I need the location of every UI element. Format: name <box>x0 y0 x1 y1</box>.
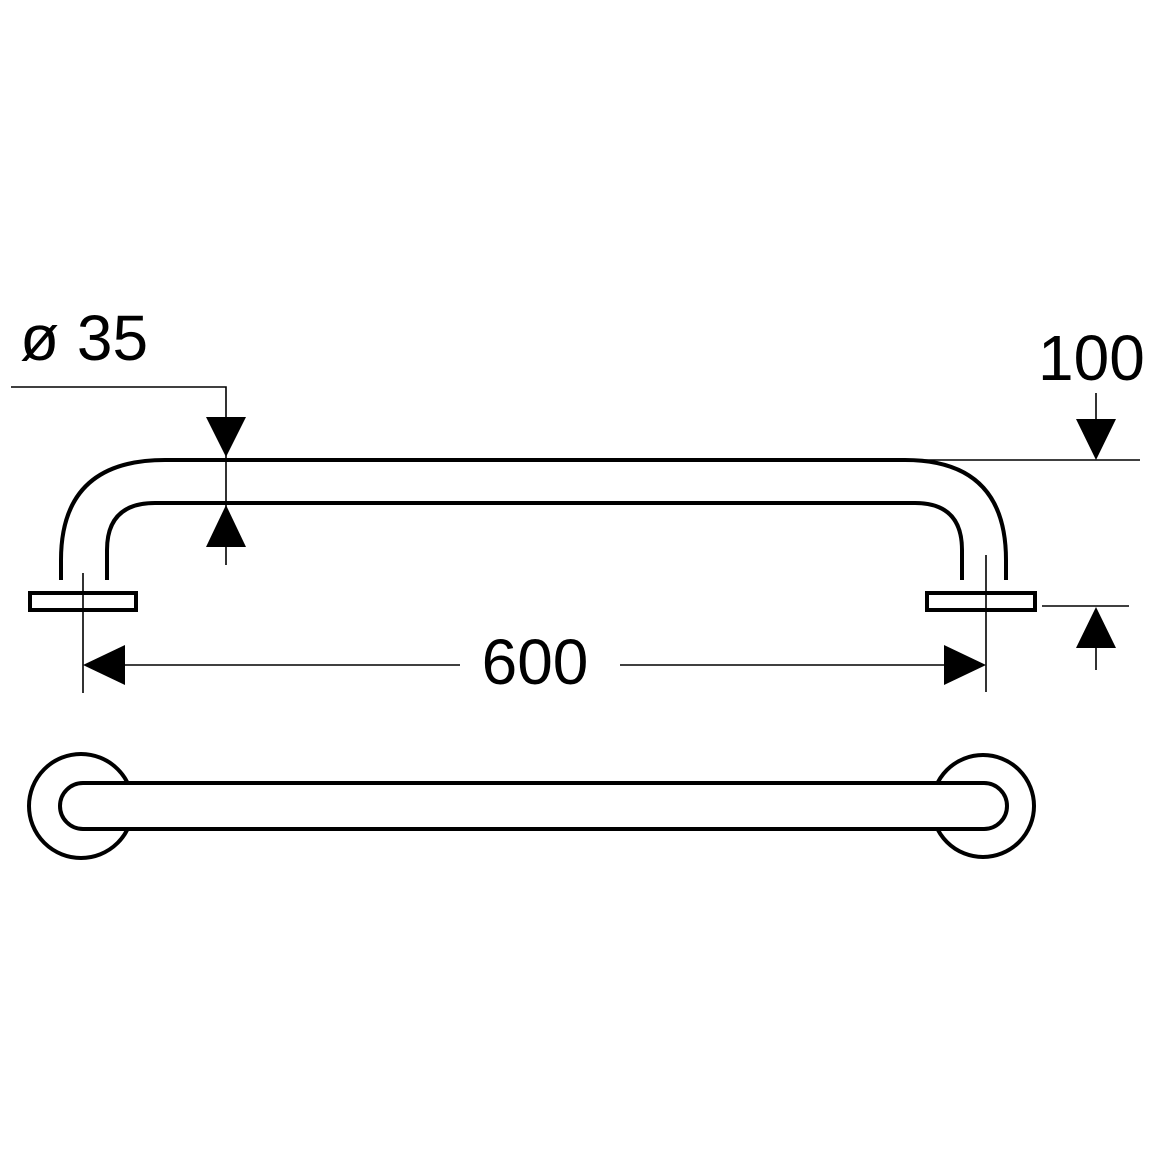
side-view <box>28 458 1037 612</box>
right-flange <box>925 591 1037 612</box>
arrow-down-icon <box>206 417 246 457</box>
bar-top-outline <box>58 781 1009 831</box>
arrow-up-icon <box>206 505 246 547</box>
top-view <box>27 752 1036 860</box>
arrow-up-icon <box>1076 607 1116 648</box>
diameter-label: ø 35 <box>20 302 148 374</box>
arrow-left-icon <box>83 645 125 685</box>
arrow-right-icon <box>944 645 986 685</box>
length-label: 600 <box>482 626 589 698</box>
dimensions <box>11 386 1140 693</box>
bar-outer-outline <box>59 458 1008 580</box>
projection-label: 100 <box>1038 322 1145 394</box>
arrowheads <box>83 417 1116 685</box>
bar-inner-outline <box>105 501 964 580</box>
diameter-leader-line <box>11 386 227 455</box>
arrow-down-icon <box>1076 419 1116 460</box>
